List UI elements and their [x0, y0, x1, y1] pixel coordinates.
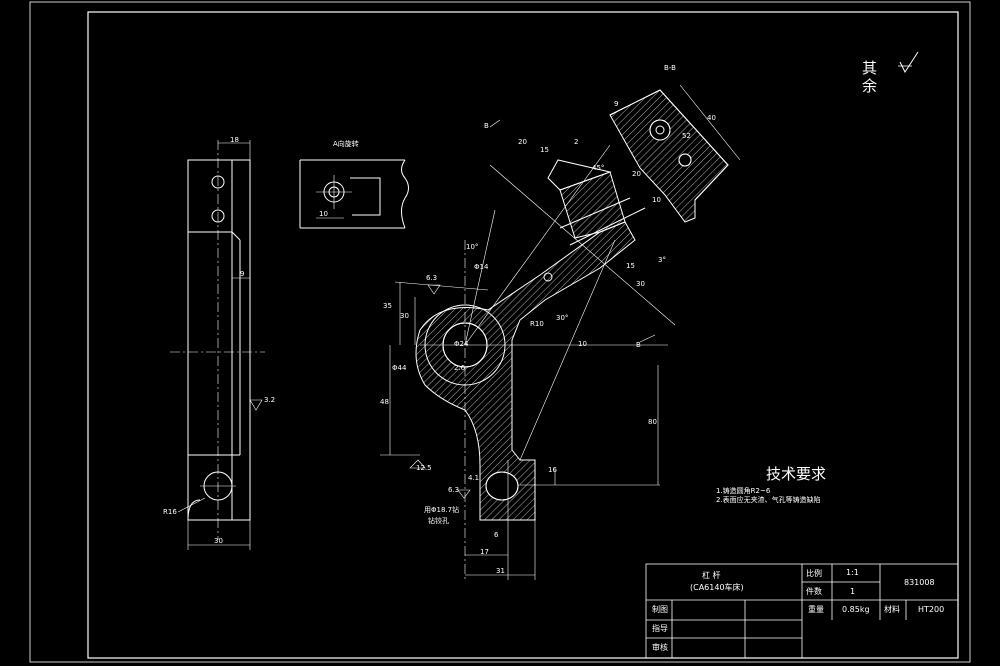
dim-side-18: 18	[230, 136, 239, 144]
dim-b-9: 9	[614, 100, 619, 108]
tech-req-item-1: 1.铸造圆角R2~6	[716, 487, 771, 495]
dim-main-10b: 10	[578, 340, 587, 348]
side-view	[170, 140, 265, 550]
weight-value: 0.85kg	[842, 605, 870, 614]
dim-main-30b: 30	[636, 280, 645, 288]
dim-main-80: 80	[648, 418, 657, 426]
dim-main-35: 35	[383, 302, 392, 310]
dim-b-52: 52	[682, 132, 691, 140]
dim-main-16: 16	[548, 466, 557, 474]
dim-main-2-6: 2.6	[454, 364, 466, 372]
drawing-number: 831008	[904, 578, 935, 587]
dim-main-10deg: 10°	[466, 243, 479, 251]
dim-side-roughness: 3.2	[264, 396, 276, 404]
a-view	[299, 159, 409, 229]
scale-value: 1:1	[846, 568, 859, 577]
tech-req-title: 技术要求	[766, 465, 827, 483]
dim-main-30: 30	[400, 312, 409, 320]
dim-main-phi14: Φ14	[474, 263, 489, 271]
material-value: HT200	[918, 605, 945, 614]
scale-label: 比例	[806, 569, 822, 578]
qty-label: 件数	[806, 587, 822, 596]
drawn-by-label: 制图	[652, 605, 668, 614]
material-label: 材料	[884, 605, 900, 614]
dim-main-3deg: 3°	[658, 256, 666, 264]
roughness-check-icon	[899, 51, 919, 74]
dim-b-10: 10	[652, 196, 661, 204]
dim-main-15: 15	[540, 146, 549, 154]
dim-main-20: 20	[518, 138, 527, 146]
dim-main-phi44: Φ44	[392, 364, 407, 372]
approved-by-label: 审核	[652, 643, 668, 652]
dim-main-48: 48	[380, 398, 389, 406]
section-b-b-label: B-B	[664, 64, 676, 72]
dim-b-20: 20	[632, 170, 641, 178]
dim-side-30: 30	[214, 537, 223, 545]
main-view	[380, 119, 676, 580]
dim-main-31: 31	[496, 567, 505, 575]
roughness-label-2: 余	[862, 77, 878, 95]
dim-a-10: 10	[319, 210, 328, 218]
outer-frame	[29, 1, 971, 663]
part-subtitle: (CA6140车床)	[690, 583, 744, 592]
dim-main-45deg: 45°	[592, 164, 605, 172]
roughness-label-1: 其	[862, 59, 878, 77]
dim-main-4-1: 4.1	[468, 474, 480, 482]
view-a-label: A向旋转	[333, 140, 359, 148]
tech-req-item-2: 2.表面应无夹渣、气孔等铸造缺陷	[716, 496, 821, 504]
checked-by-label: 指导	[652, 624, 668, 633]
weight-label: 重量	[808, 605, 824, 614]
section-b-b	[609, 84, 741, 223]
dim-main-17: 17	[480, 548, 489, 556]
section-mark-right: B	[636, 341, 641, 349]
qty-value: 1	[850, 587, 856, 596]
dim-main-r10: R10	[530, 320, 544, 328]
dim-main-6: 6	[494, 531, 499, 539]
inner-frame	[87, 11, 959, 659]
part-name: 杠 杆	[702, 571, 721, 580]
hatched-section	[415, 221, 636, 521]
dim-main-15b: 15	[626, 262, 635, 270]
hole-note-2: 钻铰孔	[428, 517, 449, 525]
hole-note: 用Φ18.7钻	[424, 506, 460, 514]
dim-main-12-5: 12.5	[416, 464, 432, 472]
section-mark-top: B	[484, 122, 489, 130]
dim-b-40: 40	[707, 114, 716, 122]
dim-main-rough-63: 6.3	[426, 274, 438, 282]
dim-main-6-3b: 6.3	[448, 486, 460, 494]
dim-main-phi24: Φ24	[454, 340, 469, 348]
dim-main-2: 2	[574, 138, 579, 146]
dim-main-30deg: 30°	[556, 314, 569, 322]
title-block	[645, 563, 959, 659]
dim-side-9: 9	[240, 270, 245, 278]
dim-side-r16: R16	[163, 508, 177, 516]
